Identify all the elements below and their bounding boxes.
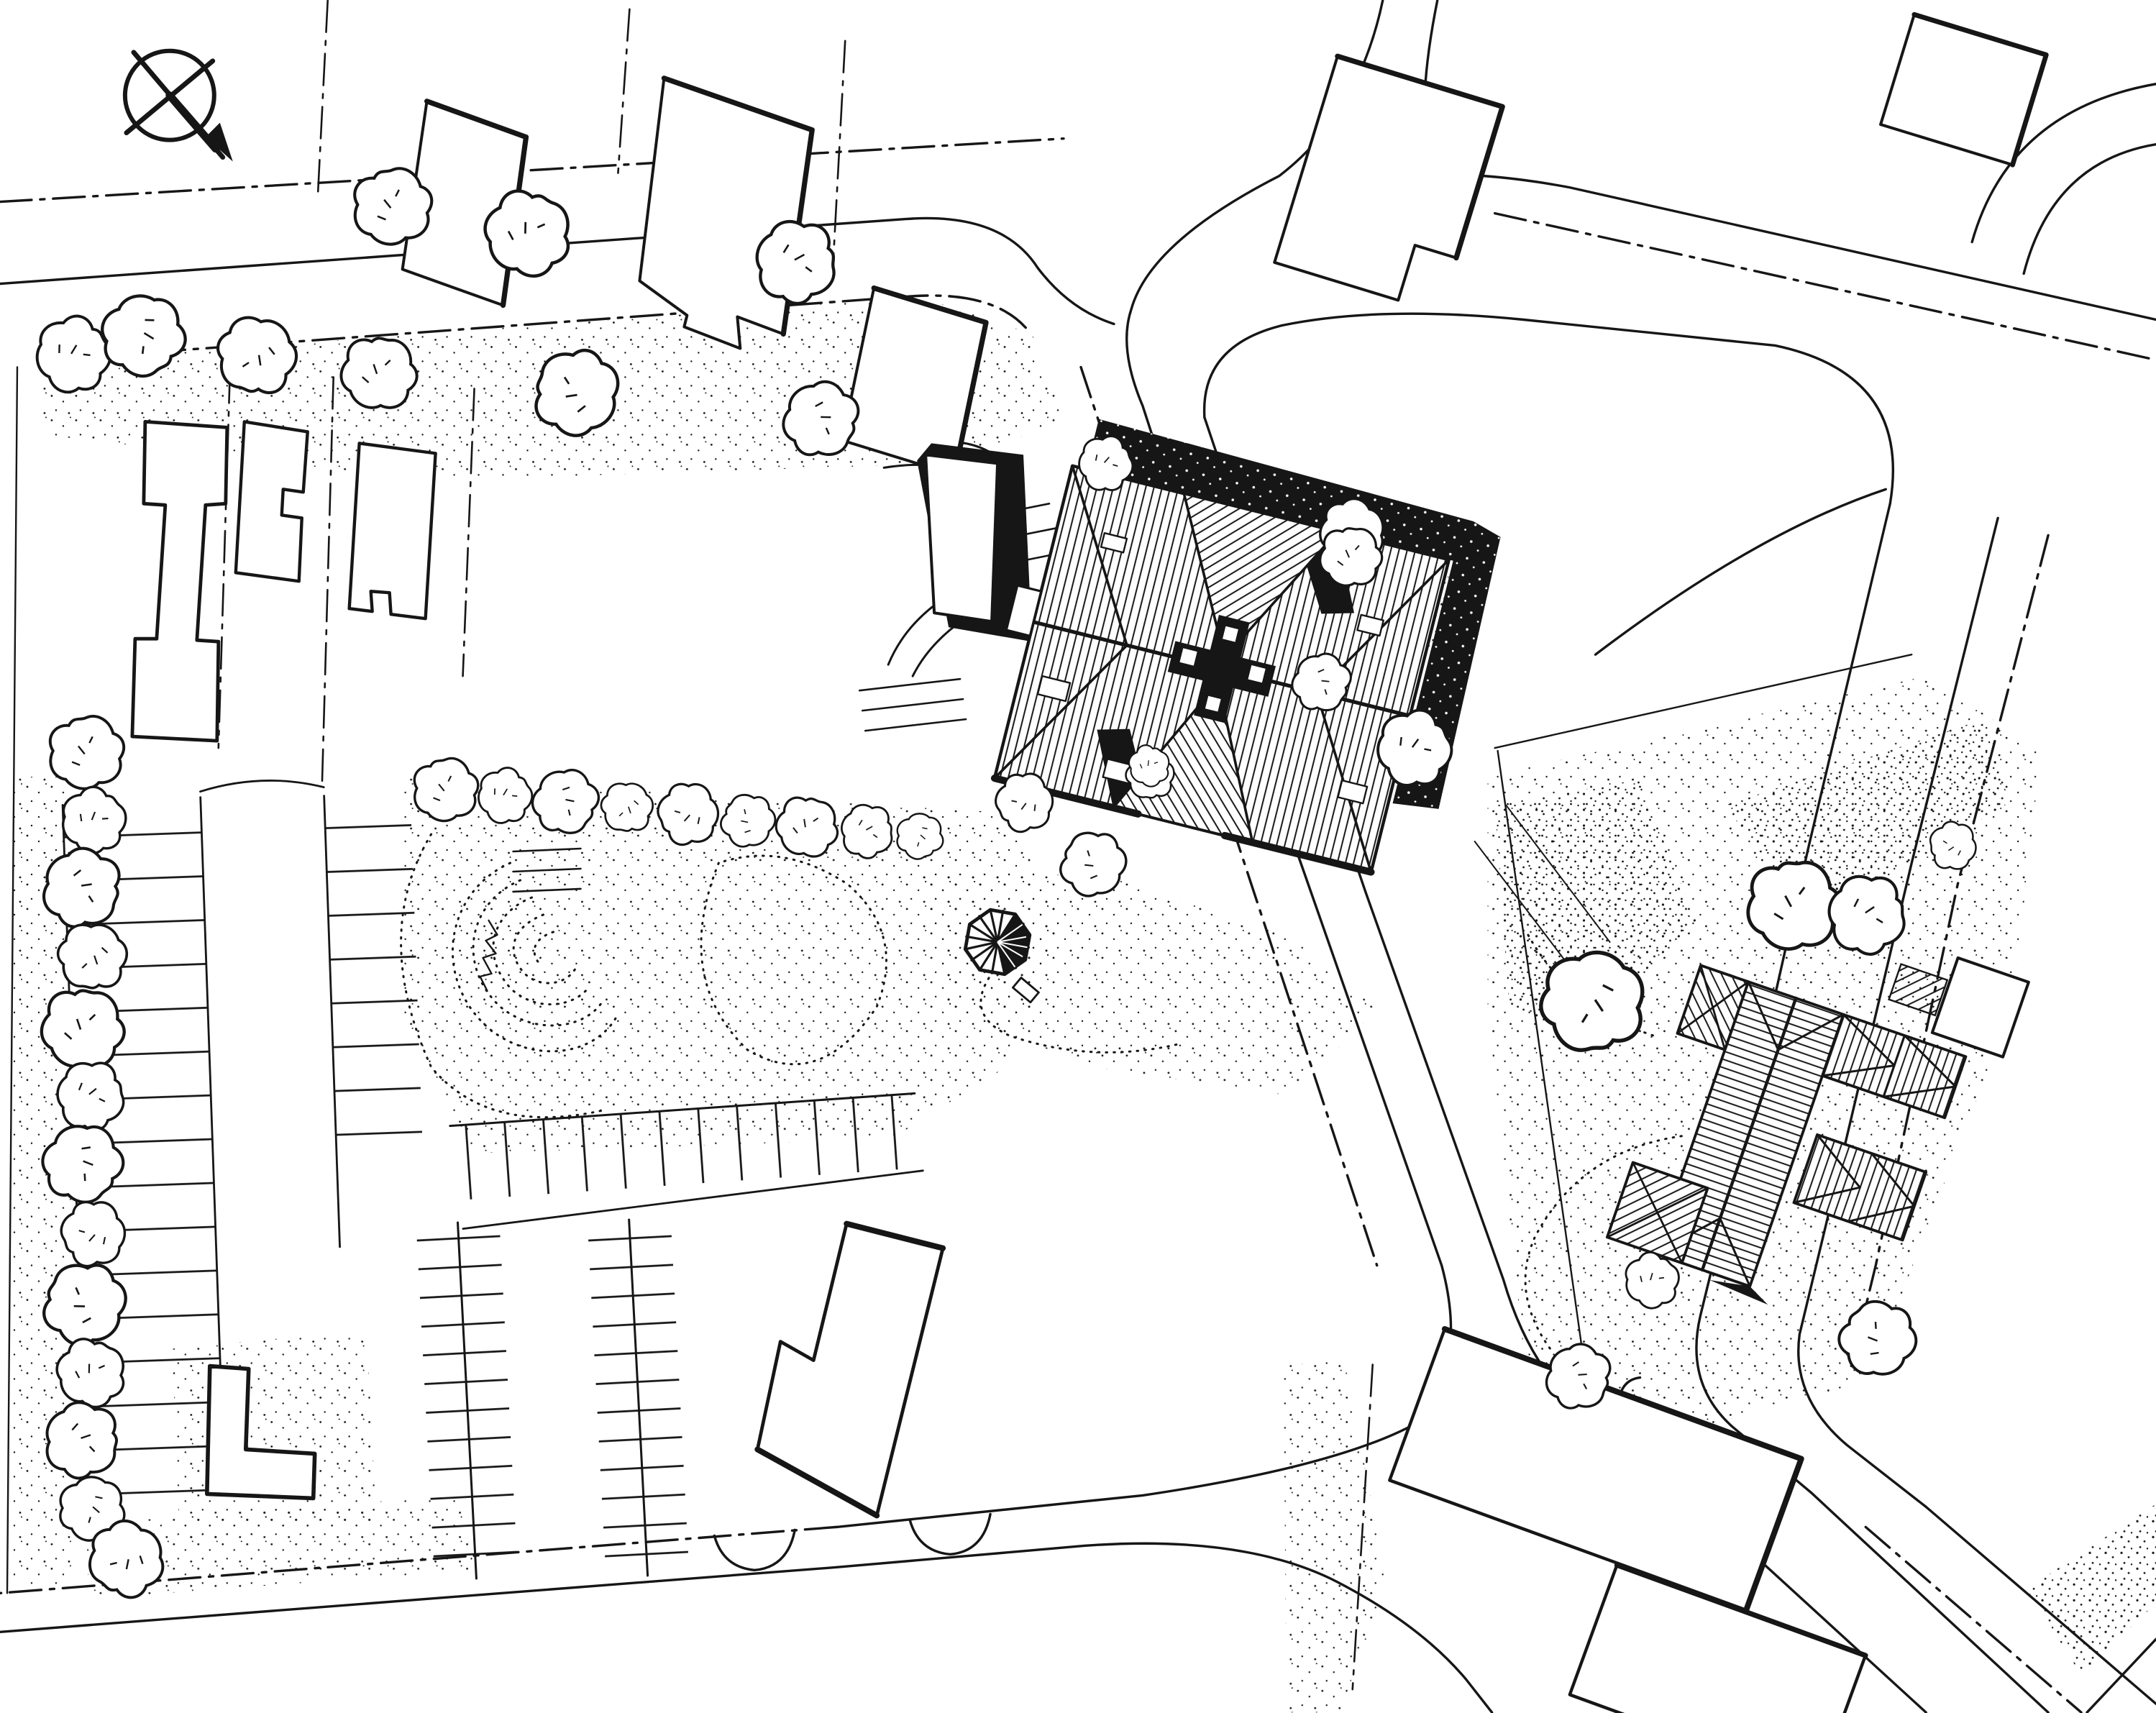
se-street-ne-edge [1809,1491,2050,1713]
right-parcel-north-boundary [1494,653,1913,749]
h-shaped-house [130,420,229,743]
roof-vents [1036,532,1384,805]
corner-road-edge [2086,1637,2156,1713]
neighborhood-buildings [130,12,2049,1713]
parcel-boundary [1351,1363,1374,1691]
shadowed-outbuilding [917,443,1033,642]
bench [1011,977,1040,1004]
driveway-apron-east [908,1512,992,1556]
se-street-outer-edge [1924,1505,2156,1705]
large-building-outline [755,1222,945,1517]
lot-line [462,388,475,677]
wing-main [1653,980,1845,1288]
corner-arc [1594,488,1887,656]
house-outline [1879,12,2049,168]
east-leg-center-line [1493,211,2156,362]
central-court [1167,615,1276,723]
gazebo [963,908,1032,977]
bottom-street-south-curb [0,1542,1494,1713]
ns-street-west-edge [835,0,1453,1529]
site-north-property-line [46,294,1028,362]
house-outline [347,442,437,621]
ns-street-row-line [1079,365,1379,1267]
house-shadow-edge [871,285,989,478]
north-arrow-icon [122,48,233,162]
south-bay-east [588,1218,690,1577]
building-outline [1568,1562,1868,1713]
top-right-curb-inner [2022,142,2156,275]
se-street-center-line [1864,1525,2083,1713]
secondary-building [1605,964,1968,1305]
lot-line [832,40,846,255]
lot-line [316,0,329,200]
porch-sw [1605,1161,1709,1265]
center-stall-band [449,1092,924,1230]
l-shaped-building [205,1363,317,1501]
mound-scribble [479,919,498,992]
right-street-west-edge [1695,502,1891,1494]
building-shadow-edge [754,1220,946,1519]
wing-ne [1821,1013,1968,1120]
patio-pad [1888,956,2030,1059]
top-street-north-row-line [0,137,1065,204]
driveway-apron-west [713,1528,796,1572]
site-west-boundary [6,366,19,1594]
building-shadow [1086,419,1501,809]
lot-line [321,376,334,790]
top-street-south-curb [0,216,1115,326]
right-parcel-fence-lines [1474,805,1611,979]
top-right-curb-outer [1970,83,2156,244]
west-entry [1005,584,1043,637]
house-outline [234,420,309,583]
hip-square-nw [1676,964,1750,1051]
right-parcel-west-boundary [1497,749,1594,1425]
ns-street-east-edge-and-east-leg-north [1423,0,2156,321]
right-street-east-edge [1797,516,1999,1509]
main-building [990,419,1501,876]
crossroads-south-curb-return [1202,312,1894,506]
wing-east [1792,1133,1928,1242]
lot-line [617,8,631,174]
south-bay-west [416,1221,519,1580]
house-outline [1273,53,1505,302]
